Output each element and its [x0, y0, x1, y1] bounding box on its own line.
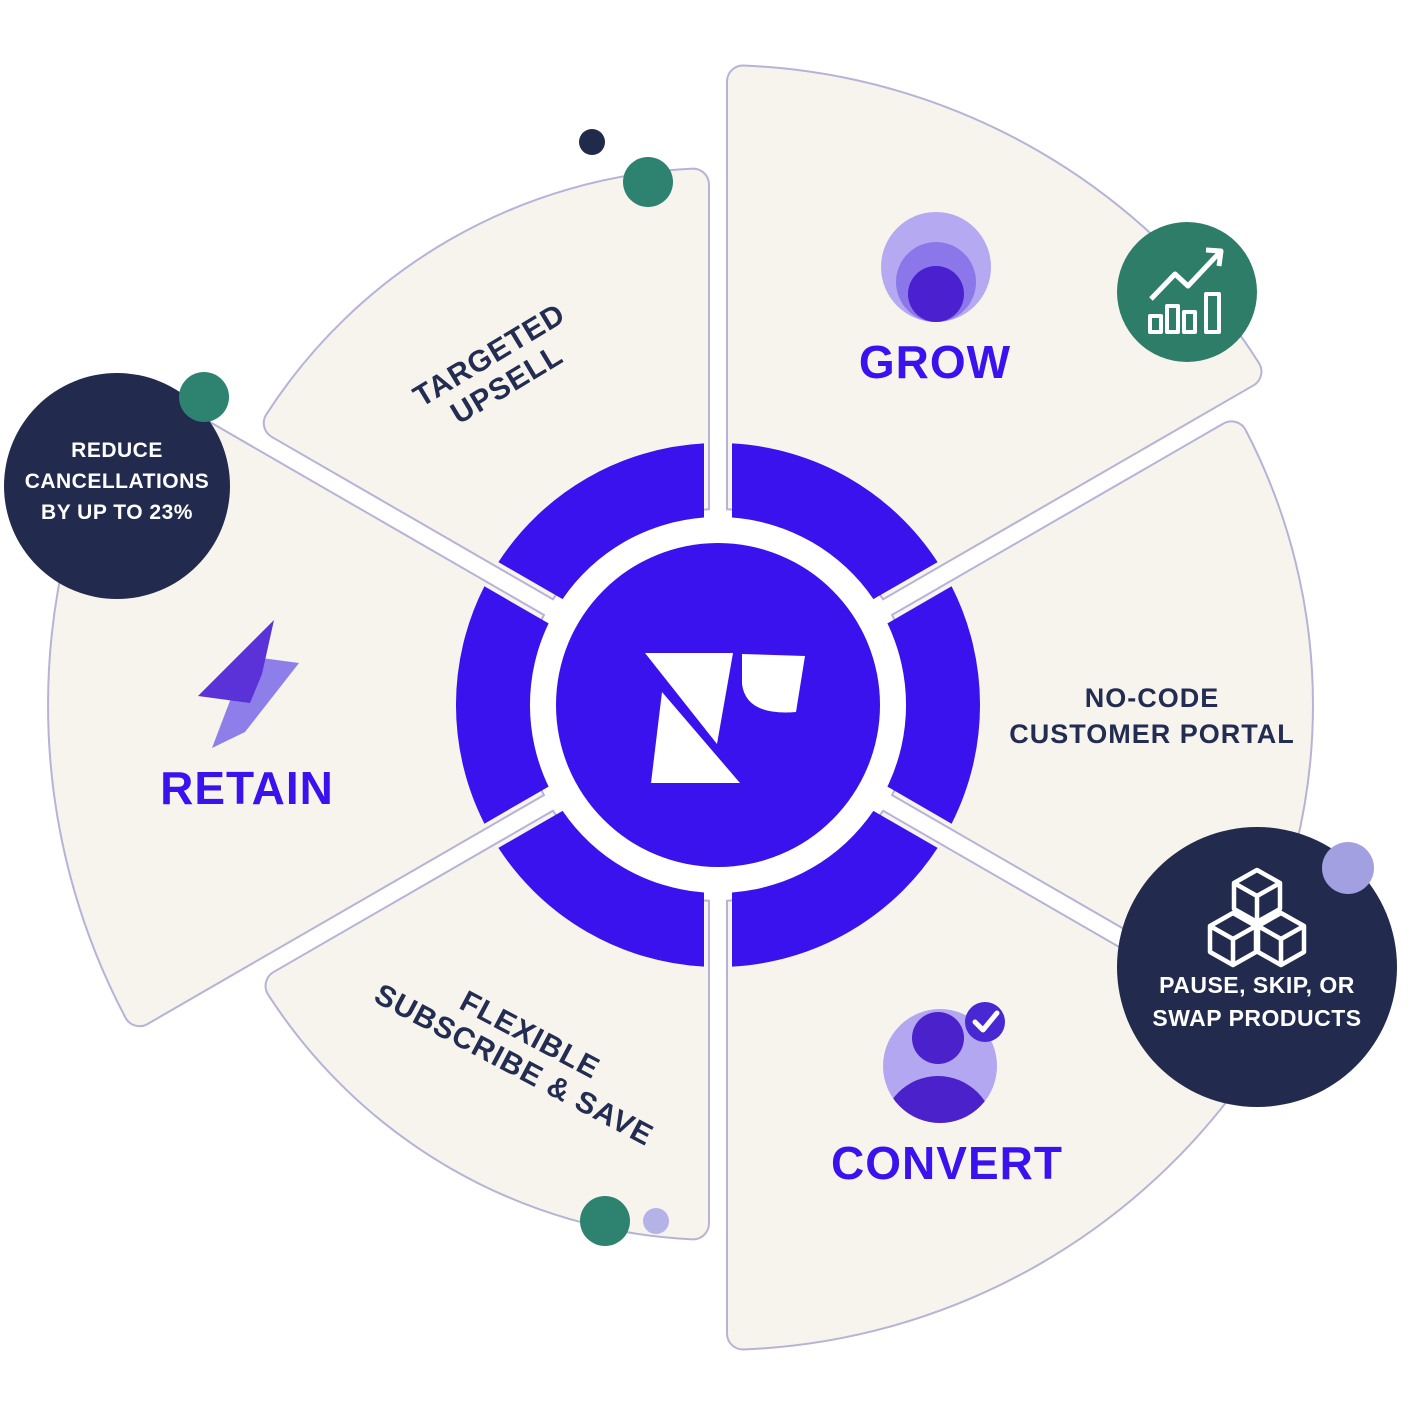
- person-head: [912, 1012, 964, 1064]
- growth-chart-circle: [1117, 222, 1257, 362]
- teal-dot-top: [623, 157, 673, 207]
- retain-section: RETAIN: [160, 620, 334, 814]
- ring-segment-convert: [732, 810, 938, 967]
- pause-callout-circle: [1117, 827, 1397, 1107]
- no-code-label-line1: NO-CODE: [1085, 683, 1220, 713]
- teal-satellite-dot: [179, 372, 229, 422]
- pause-skip-swap-callout: PAUSE, SKIP, OR SWAP PRODUCTS: [1117, 827, 1397, 1107]
- growth-chart-badge: [1117, 222, 1257, 362]
- reduce-line2: CANCELLATIONS: [25, 470, 210, 493]
- recharge-logo-bottom-triangle: [651, 692, 740, 783]
- lightning-bolt-icon: [198, 620, 299, 748]
- person-shoulders: [883, 1076, 994, 1123]
- growth-chart-icon: [1148, 247, 1224, 334]
- decorative-dots: [579, 129, 673, 1246]
- no-code-label-line2: CUSTOMER PORTAL: [1009, 719, 1295, 749]
- retain-label: RETAIN: [160, 762, 334, 814]
- convert-section: CONVERT: [831, 1002, 1063, 1189]
- teal-dot-bottom: [580, 1196, 630, 1246]
- reduce-callout-circle: [4, 373, 230, 599]
- ring-segment-flexible: [498, 810, 704, 967]
- grow-label: GROW: [859, 336, 1011, 388]
- bolt-lower-half: [212, 656, 299, 748]
- grow-section: GROW: [859, 212, 1257, 388]
- ring-segment-retain: [455, 586, 549, 824]
- pause-line1: PAUSE, SKIP, OR: [1159, 972, 1355, 998]
- check-badge-circle: [965, 1002, 1005, 1042]
- lavender-dot-bottom: [643, 1208, 669, 1234]
- pause-line2: SWAP PRODUCTS: [1152, 1005, 1361, 1031]
- reduce-line1: REDUCE: [71, 439, 163, 462]
- lavender-satellite-dot: [1322, 842, 1374, 894]
- funnel-inner-circle: [908, 266, 964, 322]
- ring-segment-grow: [732, 443, 938, 600]
- convert-label: CONVERT: [831, 1137, 1063, 1189]
- recharge-logo-top-triangle: [645, 653, 733, 744]
- recharge-logo-flag: [742, 654, 805, 713]
- navy-dot: [579, 129, 605, 155]
- funnel-circles-icon: [881, 212, 991, 322]
- check-icon: [972, 1010, 1000, 1033]
- recharge-logo: [645, 653, 805, 783]
- reduce-cancellations-callout: REDUCE CANCELLATIONS BY UP TO 23%: [4, 372, 230, 599]
- bolt-upper-half: [198, 620, 274, 703]
- reduce-line3: BY UP TO 23%: [41, 501, 193, 524]
- inner-ring-segments: [455, 443, 981, 967]
- no-code-section: NO-CODE CUSTOMER PORTAL: [1009, 683, 1295, 749]
- center-hub: [556, 543, 880, 867]
- ring-segment-targeted: [498, 443, 704, 600]
- ring-segment-no-code: [887, 586, 981, 824]
- person-check-icon: [883, 1002, 1005, 1123]
